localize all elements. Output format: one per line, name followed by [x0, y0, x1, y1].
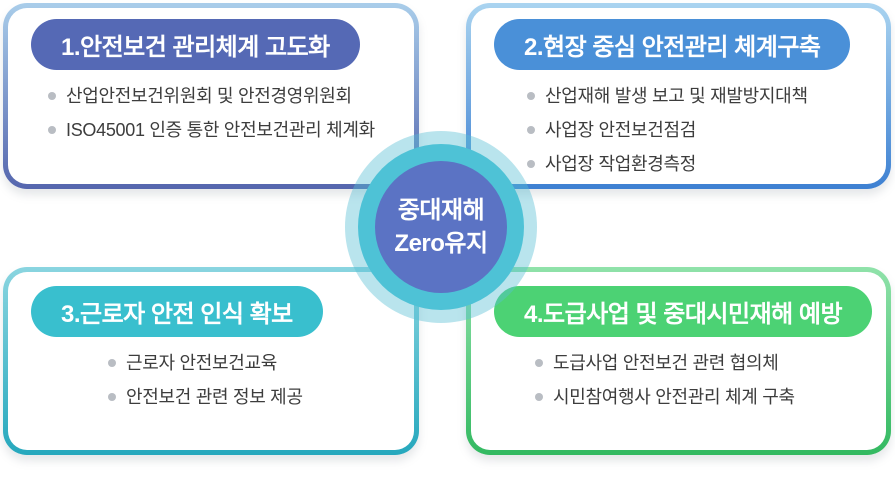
list-item: 시민참여행사 안전관리 체계 구축 — [535, 380, 886, 414]
list-item: 산업안전보건위원회 및 안전경영위원회 — [48, 79, 414, 113]
list-item: 안전보건 관련 정보 제공 — [108, 380, 414, 414]
section-title-badge-2: 2.현장 중심 안전관리 체계구축 — [494, 19, 851, 70]
center-goal-line1: 중대재해 — [397, 197, 485, 224]
list-item: 근로자 안전보건교육 — [108, 346, 414, 380]
list-item: 산업재해 발생 보고 및 재발방지대책 — [527, 79, 886, 113]
section-title-badge-3: 3.근로자 안전 인식 확보 — [31, 286, 323, 337]
list-item: 사업장 작업환경측정 — [527, 147, 886, 181]
section-title-badge-1: 1.안전보건 관리체계 고도화 — [31, 19, 360, 70]
center-goal-line2: Zero유지 — [394, 230, 488, 257]
center-goal-badge: 중대재해 Zero유지 — [375, 161, 507, 293]
list-item: ISO45001 인증 통한 안전보건관리 체계화 — [48, 113, 414, 147]
list-item: 사업장 안전보건점검 — [527, 113, 886, 147]
section-title-badge-4: 4.도급사업 및 중대시민재해 예방 — [494, 286, 873, 337]
list-item: 도급사업 안전보건 관련 협의체 — [535, 346, 886, 380]
